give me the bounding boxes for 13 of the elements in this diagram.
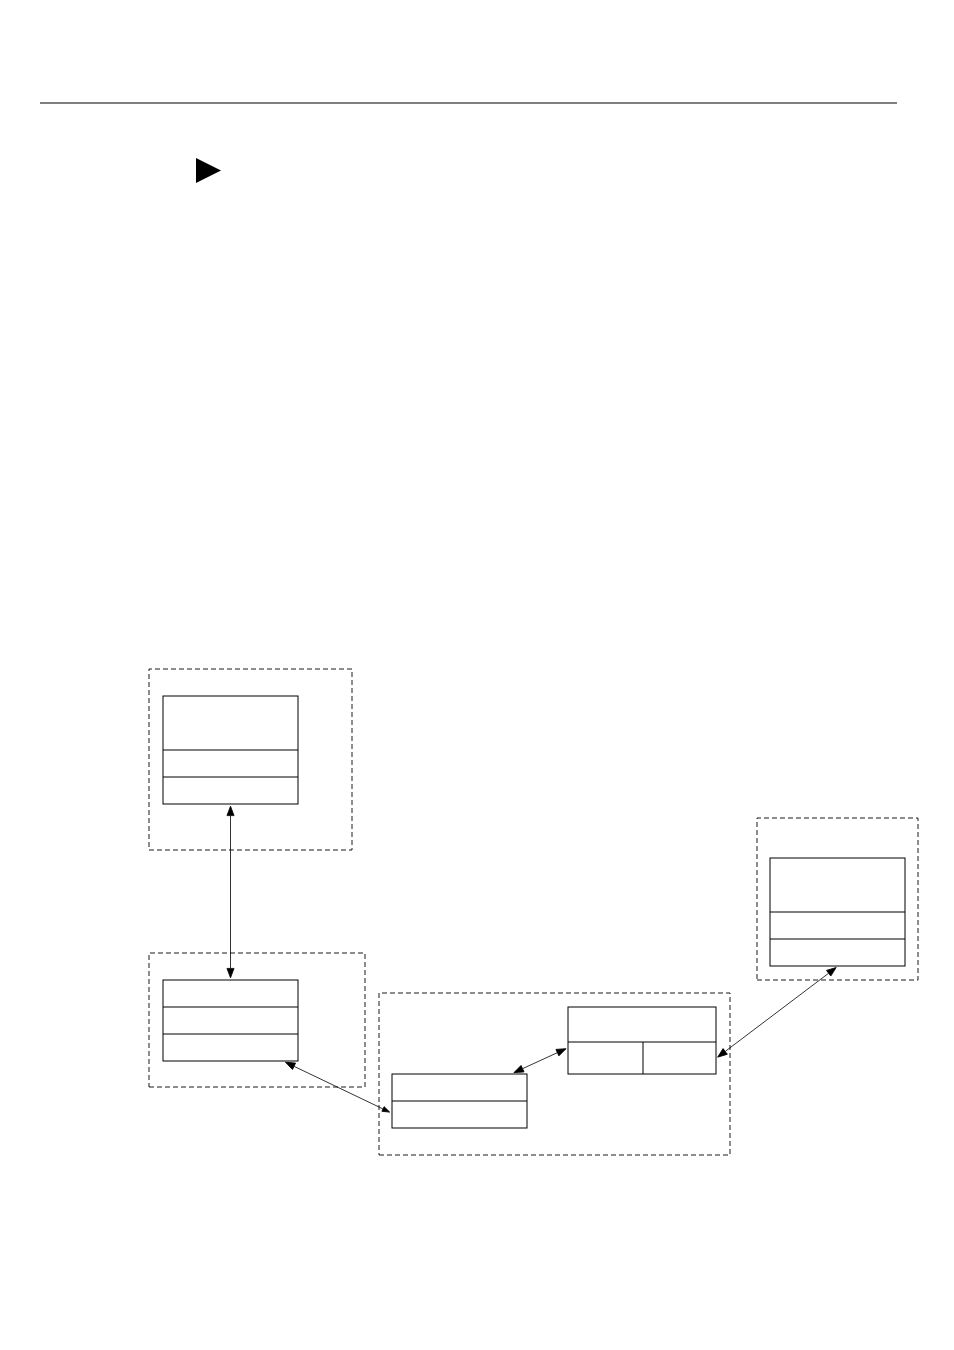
double-arrow: [285, 1061, 391, 1113]
dashed-frame: [756, 817, 919, 981]
dashed-frame: [148, 952, 366, 1088]
class-box: [769, 857, 906, 967]
class-box: [162, 695, 299, 805]
class-box: [162, 979, 299, 1062]
dashed-frame: [148, 668, 353, 851]
double-arrow: [226, 805, 235, 979]
double-arrow: [717, 967, 837, 1058]
double-arrow: [513, 1048, 567, 1073]
dashed-frame: [378, 992, 731, 1156]
class-box: [567, 1006, 717, 1075]
class-box: [391, 1073, 528, 1129]
